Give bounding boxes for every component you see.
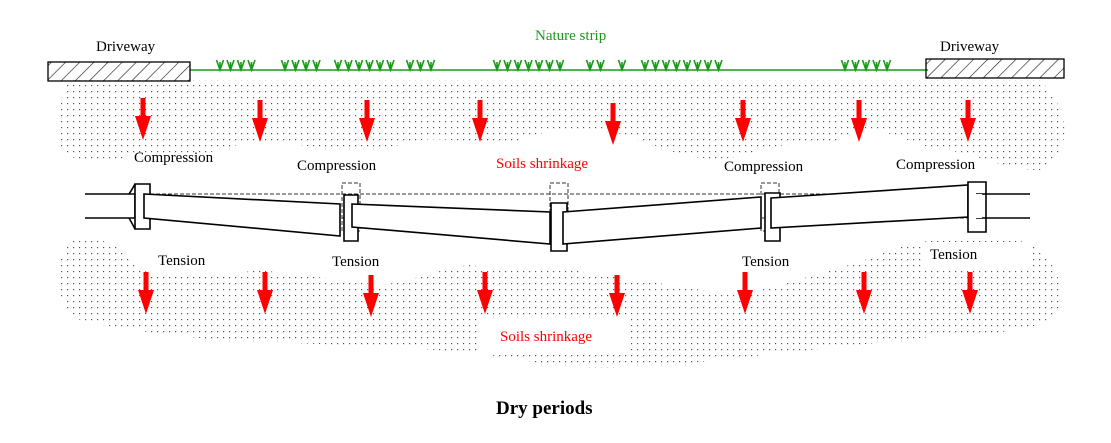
right-driveway-label: Driveway (940, 39, 1000, 55)
grass-tuft-icon (640, 59, 650, 73)
tension-label: Tension (332, 254, 380, 270)
down-arrow-icon (609, 275, 625, 317)
compression-label: Compression (896, 157, 976, 173)
down-arrow-icon (363, 275, 379, 317)
grass-tuft-icon (333, 59, 343, 73)
grass-tuft-icon (851, 59, 860, 73)
grass-tuft-icon (693, 59, 702, 73)
grass-tuft-icon (585, 59, 595, 73)
grass-tuft-icon (682, 59, 692, 73)
grass-tuft-icon (714, 59, 723, 73)
right-driveway-slab (925, 58, 1065, 79)
grass-tuft-icon (247, 59, 256, 73)
down-arrow-icon (138, 272, 154, 314)
left-driveway-label: Driveway (96, 39, 156, 55)
grass-tuft-icon (513, 59, 523, 73)
grass-tuft-icon (524, 59, 533, 73)
down-arrow-icon (252, 100, 268, 142)
grass-tuft-icon (882, 59, 892, 73)
pipe-deformed (85, 181, 1030, 252)
down-arrow-icon (472, 100, 488, 142)
grass-tuft-icon (534, 59, 544, 73)
nature-strip-label: Nature strip (535, 28, 606, 44)
grass-tuft-icon (872, 59, 881, 73)
tension-label: Tension (742, 254, 790, 270)
grass-tuft-icon (280, 59, 290, 73)
lower-soil-region (57, 238, 1061, 368)
grass-tuft-icon (375, 59, 385, 73)
grass-tuft-icon (226, 59, 235, 73)
grass-tuft-icon (215, 59, 225, 73)
compression-label: Compression (297, 158, 377, 174)
lower-soils-shrinkage-label: Soils shrinkage (500, 329, 592, 345)
grass-tuft-icon (301, 59, 311, 73)
down-arrow-icon (135, 98, 151, 140)
grass-tuft-icon (545, 59, 554, 73)
grass-tuft-icon (703, 59, 713, 73)
upper-soils-shrinkage-label: Soils shrinkage (496, 156, 588, 172)
down-arrow-icon (856, 272, 872, 314)
diagram-caption: Dry periods (496, 398, 593, 419)
down-arrow-icon (960, 100, 976, 142)
compression-label: Compression (724, 159, 804, 175)
grass-tuft-icon (405, 59, 415, 73)
compression-label: Compression (134, 150, 214, 166)
grass-tuft-icon (291, 59, 300, 73)
grass-tuft-icon (236, 59, 246, 73)
down-arrow-icon (359, 100, 375, 142)
arrows (135, 98, 978, 317)
left-driveway-slab (47, 61, 191, 82)
grass-tuft-icon (354, 59, 364, 73)
grass-tuft-icon (416, 59, 425, 73)
down-arrow-icon (962, 272, 978, 314)
down-arrow-icon (477, 272, 493, 314)
grass-tuft-icon (861, 59, 871, 73)
grass-tuft-icon (503, 59, 512, 73)
grass-tuft-icon (617, 59, 627, 73)
tension-label: Tension (158, 253, 206, 269)
grass-tuft-icon (661, 59, 671, 73)
grass-tuft-icon (672, 59, 681, 73)
grass-tuft-icon (386, 59, 395, 73)
down-arrow-icon (851, 100, 867, 142)
grass-tuft-icon (651, 59, 660, 73)
grass-tuft-icon (365, 59, 374, 73)
grass-tuft-icon (840, 59, 850, 73)
down-arrow-icon (257, 272, 273, 314)
grass-tuft-icon (312, 59, 321, 73)
grass-tuft-icon (492, 59, 502, 73)
down-arrow-icon (737, 272, 753, 314)
grass-tuft-icon (426, 59, 436, 73)
grass-tuft-icon (344, 59, 353, 73)
grass-tuft-icon (596, 59, 605, 73)
upper-soil-region (58, 80, 1065, 170)
down-arrow-icon (735, 100, 751, 142)
tension-label: Tension (930, 247, 978, 263)
grass-tufts (215, 59, 892, 73)
down-arrow-icon (605, 103, 621, 145)
grass-tuft-icon (555, 59, 565, 73)
